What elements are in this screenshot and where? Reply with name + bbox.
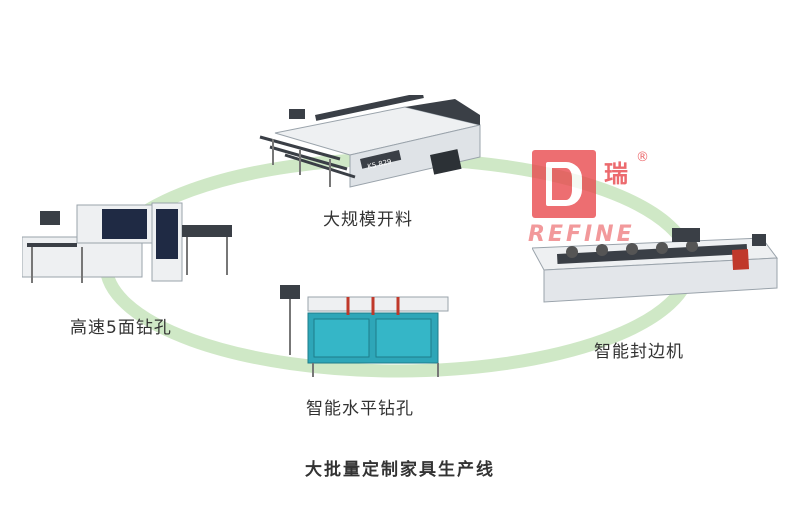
node-label-horizontal-drill: 智能水平钻孔 [306, 399, 414, 419]
horizontal-drill-machine-icon [280, 285, 449, 377]
node-label-panel-saw: 大规模开料 [323, 210, 413, 230]
node-label-five-face-drill: 高速5面钻孔 [70, 318, 172, 338]
diagram-caption: 大批量定制家具生产线 [305, 460, 495, 480]
edge-bander-machine-icon [532, 228, 778, 303]
logo-mark-icon [532, 150, 596, 218]
five-face-drill-machine-icon [22, 202, 232, 283]
node-label-edge-bander: 智能封边机 [594, 342, 684, 362]
panel-saw-machine-icon: K5 829 [259, 95, 481, 188]
logo-english-text: REFINE [528, 222, 635, 247]
refine-logo: 瑞 ® REFINE [528, 150, 662, 260]
logo-chinese-text: 瑞 [604, 160, 628, 188]
registered-mark: ® [636, 150, 649, 165]
